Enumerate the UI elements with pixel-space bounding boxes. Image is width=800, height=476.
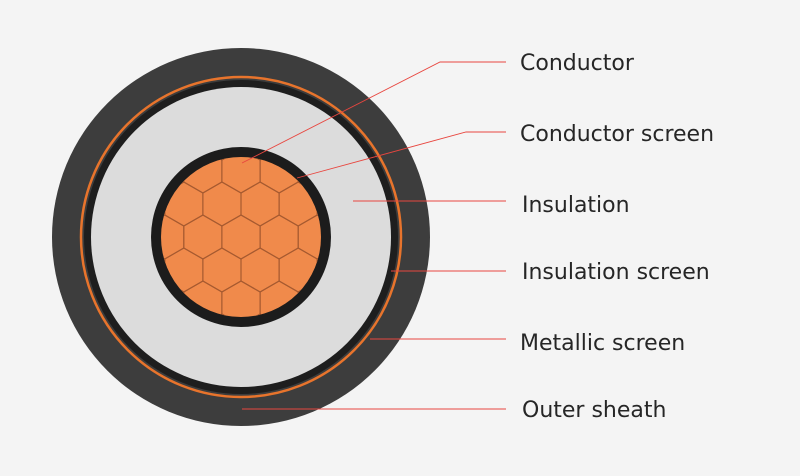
- leader-line-conductor-screen: [296, 131, 506, 179]
- label-metallic-screen: Metallic screen: [520, 331, 685, 356]
- label-conductor: Conductor: [520, 51, 635, 76]
- label-insulation: Insulation: [522, 193, 630, 218]
- conductor-strand: [316, 247, 321, 293]
- label-outer-sheath: Outer sheath: [522, 398, 666, 423]
- leader-lines: [241, 61, 506, 410]
- conductor-strand: [297, 280, 321, 317]
- label-insulation-screen: Insulation screen: [522, 260, 710, 285]
- metallic-screen-layer: [79, 75, 403, 399]
- conductor-layer: [161, 157, 321, 317]
- label-conductor-screen: Conductor screen: [520, 122, 714, 147]
- leader-line-conductor: [241, 61, 506, 164]
